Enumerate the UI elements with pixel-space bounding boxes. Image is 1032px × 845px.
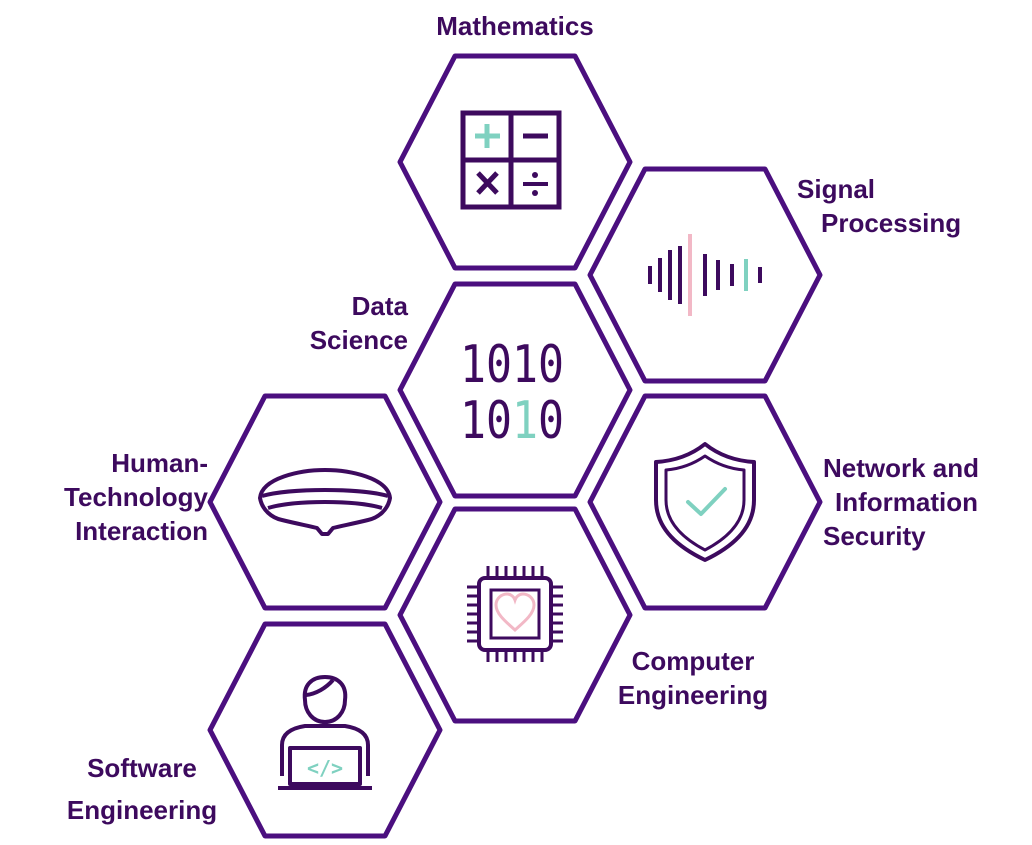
hex-network-information-security — [587, 393, 823, 611]
hex-data-science — [397, 281, 633, 499]
binary-row-1: 1010 — [460, 335, 564, 395]
label-network-information-security: Network and Information Security — [823, 453, 980, 551]
developer-laptop-icon: </> — [278, 675, 372, 790]
binary-digits-icon: 1010 1010 — [460, 335, 564, 451]
shield-check-icon — [654, 442, 756, 562]
hex-computer-engineering — [397, 506, 633, 724]
vr-headset-icon — [258, 468, 392, 536]
label-data-science: Data Science — [309, 291, 408, 355]
label-computer-engineering: Computer Engineering — [617, 646, 769, 710]
label-mathematics: Mathematics — [436, 11, 594, 41]
label-signal-processing: Signal Processing — [797, 174, 962, 238]
microchip-heart-icon — [467, 566, 563, 662]
hex-signal-processing — [587, 166, 823, 384]
hex-human-technology-interaction — [207, 393, 443, 611]
label-software-engineering: Software Engineering — [66, 753, 218, 825]
sound-wave-icon — [648, 234, 762, 316]
code-glyph: </> — [307, 756, 343, 780]
hex-software-engineering — [207, 621, 443, 839]
hex-mathematics — [397, 53, 633, 271]
calculator-icon — [460, 110, 562, 210]
label-human-technology-interaction: Human- Technology Interaction — [64, 448, 208, 546]
binary-row-2: 1010 — [460, 391, 564, 451]
